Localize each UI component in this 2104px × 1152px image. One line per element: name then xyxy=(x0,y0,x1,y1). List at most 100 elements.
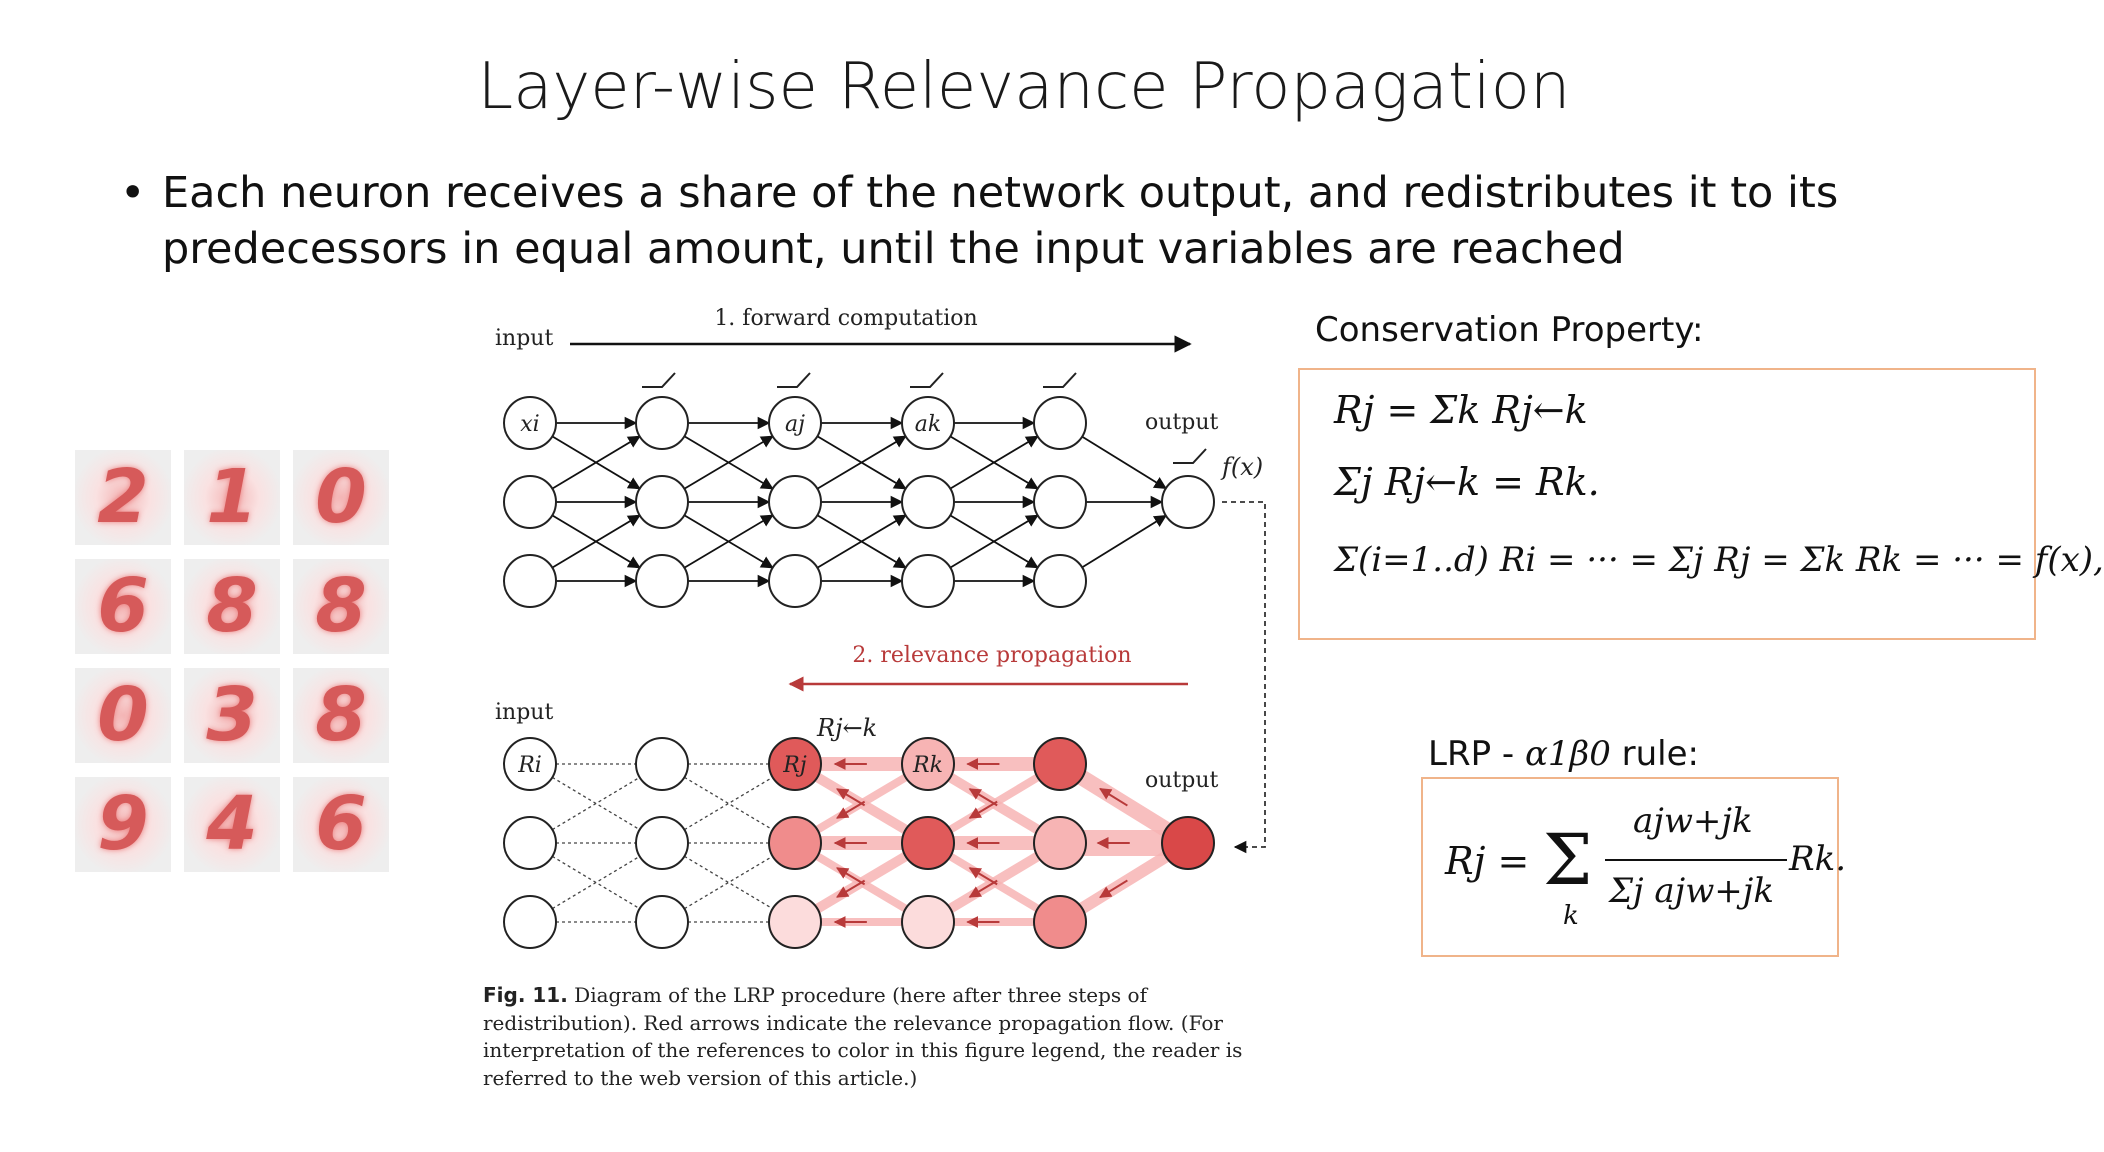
conservation-eq-2: Σj Rj←k = Rk. xyxy=(1334,460,1600,504)
figure-caption-text: Diagram of the LRP procedure (here after… xyxy=(483,983,1243,1090)
lrp-rule-fraction-line xyxy=(1605,859,1787,861)
relevance-neuron xyxy=(768,895,822,949)
forward-neuron xyxy=(635,475,689,529)
heatmap-digit-glyph: 1 xyxy=(206,454,258,540)
figure-caption: Fig. 11. Diagram of the LRP procedure (h… xyxy=(483,982,1293,1092)
conservation-eq-1: Rj = Σk Rj←k xyxy=(1334,388,1588,432)
forward-edge xyxy=(551,435,641,490)
forward-neuron-label: ak xyxy=(915,412,941,437)
relevance-flow-arrow xyxy=(1099,879,1128,899)
relevance-neuron xyxy=(503,816,557,870)
lrp-rule-sum-index: k xyxy=(1563,901,1579,931)
relevance-neuron xyxy=(1033,895,1087,949)
forward-neuron xyxy=(503,396,557,450)
relevance-neuron xyxy=(901,816,955,870)
relevance-neuron xyxy=(635,737,689,791)
lrp-rule-lhs: Rj = xyxy=(1445,839,1530,883)
relevance-flow-arrow xyxy=(968,800,998,819)
dashed-edge xyxy=(684,776,773,831)
forward-edge xyxy=(683,514,774,569)
relevance-neuron xyxy=(1033,816,1087,870)
lrp-rule-box: Rj = Σ k ajw+jk Σj ajw+jk Rk. xyxy=(1421,777,1846,957)
heatmap-digit-glyph: 8 xyxy=(315,672,367,758)
forward-edge xyxy=(1081,435,1167,490)
rjk-label: Rj←k xyxy=(816,714,877,742)
relevance-neuron xyxy=(768,737,822,791)
bottom-output-label: output xyxy=(1145,768,1219,793)
top-input-label: input xyxy=(495,326,553,351)
forward-edge xyxy=(949,435,1039,490)
heatmap-digit-glyph: 2 xyxy=(97,454,149,540)
forward-edges xyxy=(551,416,1167,588)
heatmap-digit-tile: 9 xyxy=(75,777,171,872)
forward-edge xyxy=(1081,514,1167,569)
bullet-text: Each neuron receives a share of the netw… xyxy=(162,168,1839,274)
relevance-neuron xyxy=(1033,737,1087,791)
forward-edge xyxy=(816,514,907,569)
lrp-rule-rhs: Rk. xyxy=(1789,839,1847,879)
relevance-flow-arrow xyxy=(836,867,866,886)
forward-edge xyxy=(551,514,641,569)
relevance-neuron-label: Rk xyxy=(912,753,943,778)
relevance-arrows xyxy=(833,758,1130,928)
forward-neuron xyxy=(768,475,822,529)
forward-neuron xyxy=(1033,475,1087,529)
relevance-neuron xyxy=(635,895,689,949)
relevance-flow-arrow xyxy=(1099,787,1128,807)
lrp-rule-denominator: Σj ajw+jk xyxy=(1609,871,1774,911)
relevance-flow-arrow xyxy=(836,879,866,898)
dashed-edge xyxy=(551,776,641,831)
heatmap-digit-glyph: 6 xyxy=(97,563,149,649)
dashed-edge xyxy=(684,855,773,910)
relevance-output-neuron xyxy=(1161,816,1215,870)
bullet-point: • Each neuron receives a share of the ne… xyxy=(120,165,1980,277)
forward-edge xyxy=(683,435,774,490)
lrp-rule-suffix: rule: xyxy=(1610,734,1699,774)
lrp-rule-math: α1β0 xyxy=(1524,734,1611,774)
dashed-edge xyxy=(551,855,641,910)
heatmap-digit-tile: 8 xyxy=(293,668,389,763)
heatmap-digit-tile: 8 xyxy=(293,559,389,654)
relevance-neuron-label: Ri xyxy=(517,753,542,778)
relevance-flow-arrow xyxy=(836,800,866,819)
conservation-eq-3: Σ(i=1..d) Ri = ··· = Σj Rj = Σk Rk = ···… xyxy=(1334,540,2104,580)
heatmap-digit-glyph: 4 xyxy=(206,781,258,867)
forward-neuron-label: xi xyxy=(520,412,539,437)
slide-title: Layer-wise Relevance Propagation xyxy=(477,50,1571,124)
relevance-neuron xyxy=(503,737,557,791)
relevance-flow-arrow xyxy=(968,867,998,886)
heatmap-digit-glyph: 3 xyxy=(206,672,258,758)
heatmap-digit-tile: 3 xyxy=(184,668,280,763)
relevance-neuron xyxy=(768,816,822,870)
relevance-flow-arrow xyxy=(836,788,866,807)
heatmap-digit-glyph: 8 xyxy=(206,563,258,649)
relevance-neuron-label: Rj xyxy=(782,753,807,778)
bullet-dot: • xyxy=(120,168,146,218)
heatmap-digit-tile: 6 xyxy=(293,777,389,872)
forward-output-neuron xyxy=(1161,475,1215,529)
forward-neuron-label: aj xyxy=(785,412,805,437)
heatmap-digit-tile: 8 xyxy=(184,559,280,654)
relevance-nodes: Ri Rj Rk xyxy=(503,737,1215,949)
heatmap-digit-tile: 1 xyxy=(184,450,280,545)
heatmap-digit-tile: 6 xyxy=(75,559,171,654)
forward-neuron xyxy=(768,554,822,608)
relevance-flow-arrow xyxy=(968,879,998,898)
top-output-label: output xyxy=(1145,410,1219,435)
relevance-label: 2. relevance propagation xyxy=(852,643,1131,668)
forward-neuron xyxy=(901,554,955,608)
lrp-rule-prefix: LRP - xyxy=(1428,734,1525,774)
heatmap-digit-glyph: 8 xyxy=(315,563,367,649)
forward-neuron xyxy=(635,554,689,608)
dashed-edges xyxy=(551,763,773,923)
heatmap-digit-tile: 0 xyxy=(75,668,171,763)
relevance-flow-arrow xyxy=(968,788,998,807)
forward-neuron xyxy=(1033,554,1087,608)
bottom-input-label: input xyxy=(495,700,553,725)
heatmap-digit-tile: 0 xyxy=(293,450,389,545)
forward-neuron xyxy=(901,396,955,450)
figure-number: Fig. 11. xyxy=(483,983,568,1007)
forward-neuron xyxy=(503,475,557,529)
lrp-rule-sum: Σ xyxy=(1543,819,1593,901)
